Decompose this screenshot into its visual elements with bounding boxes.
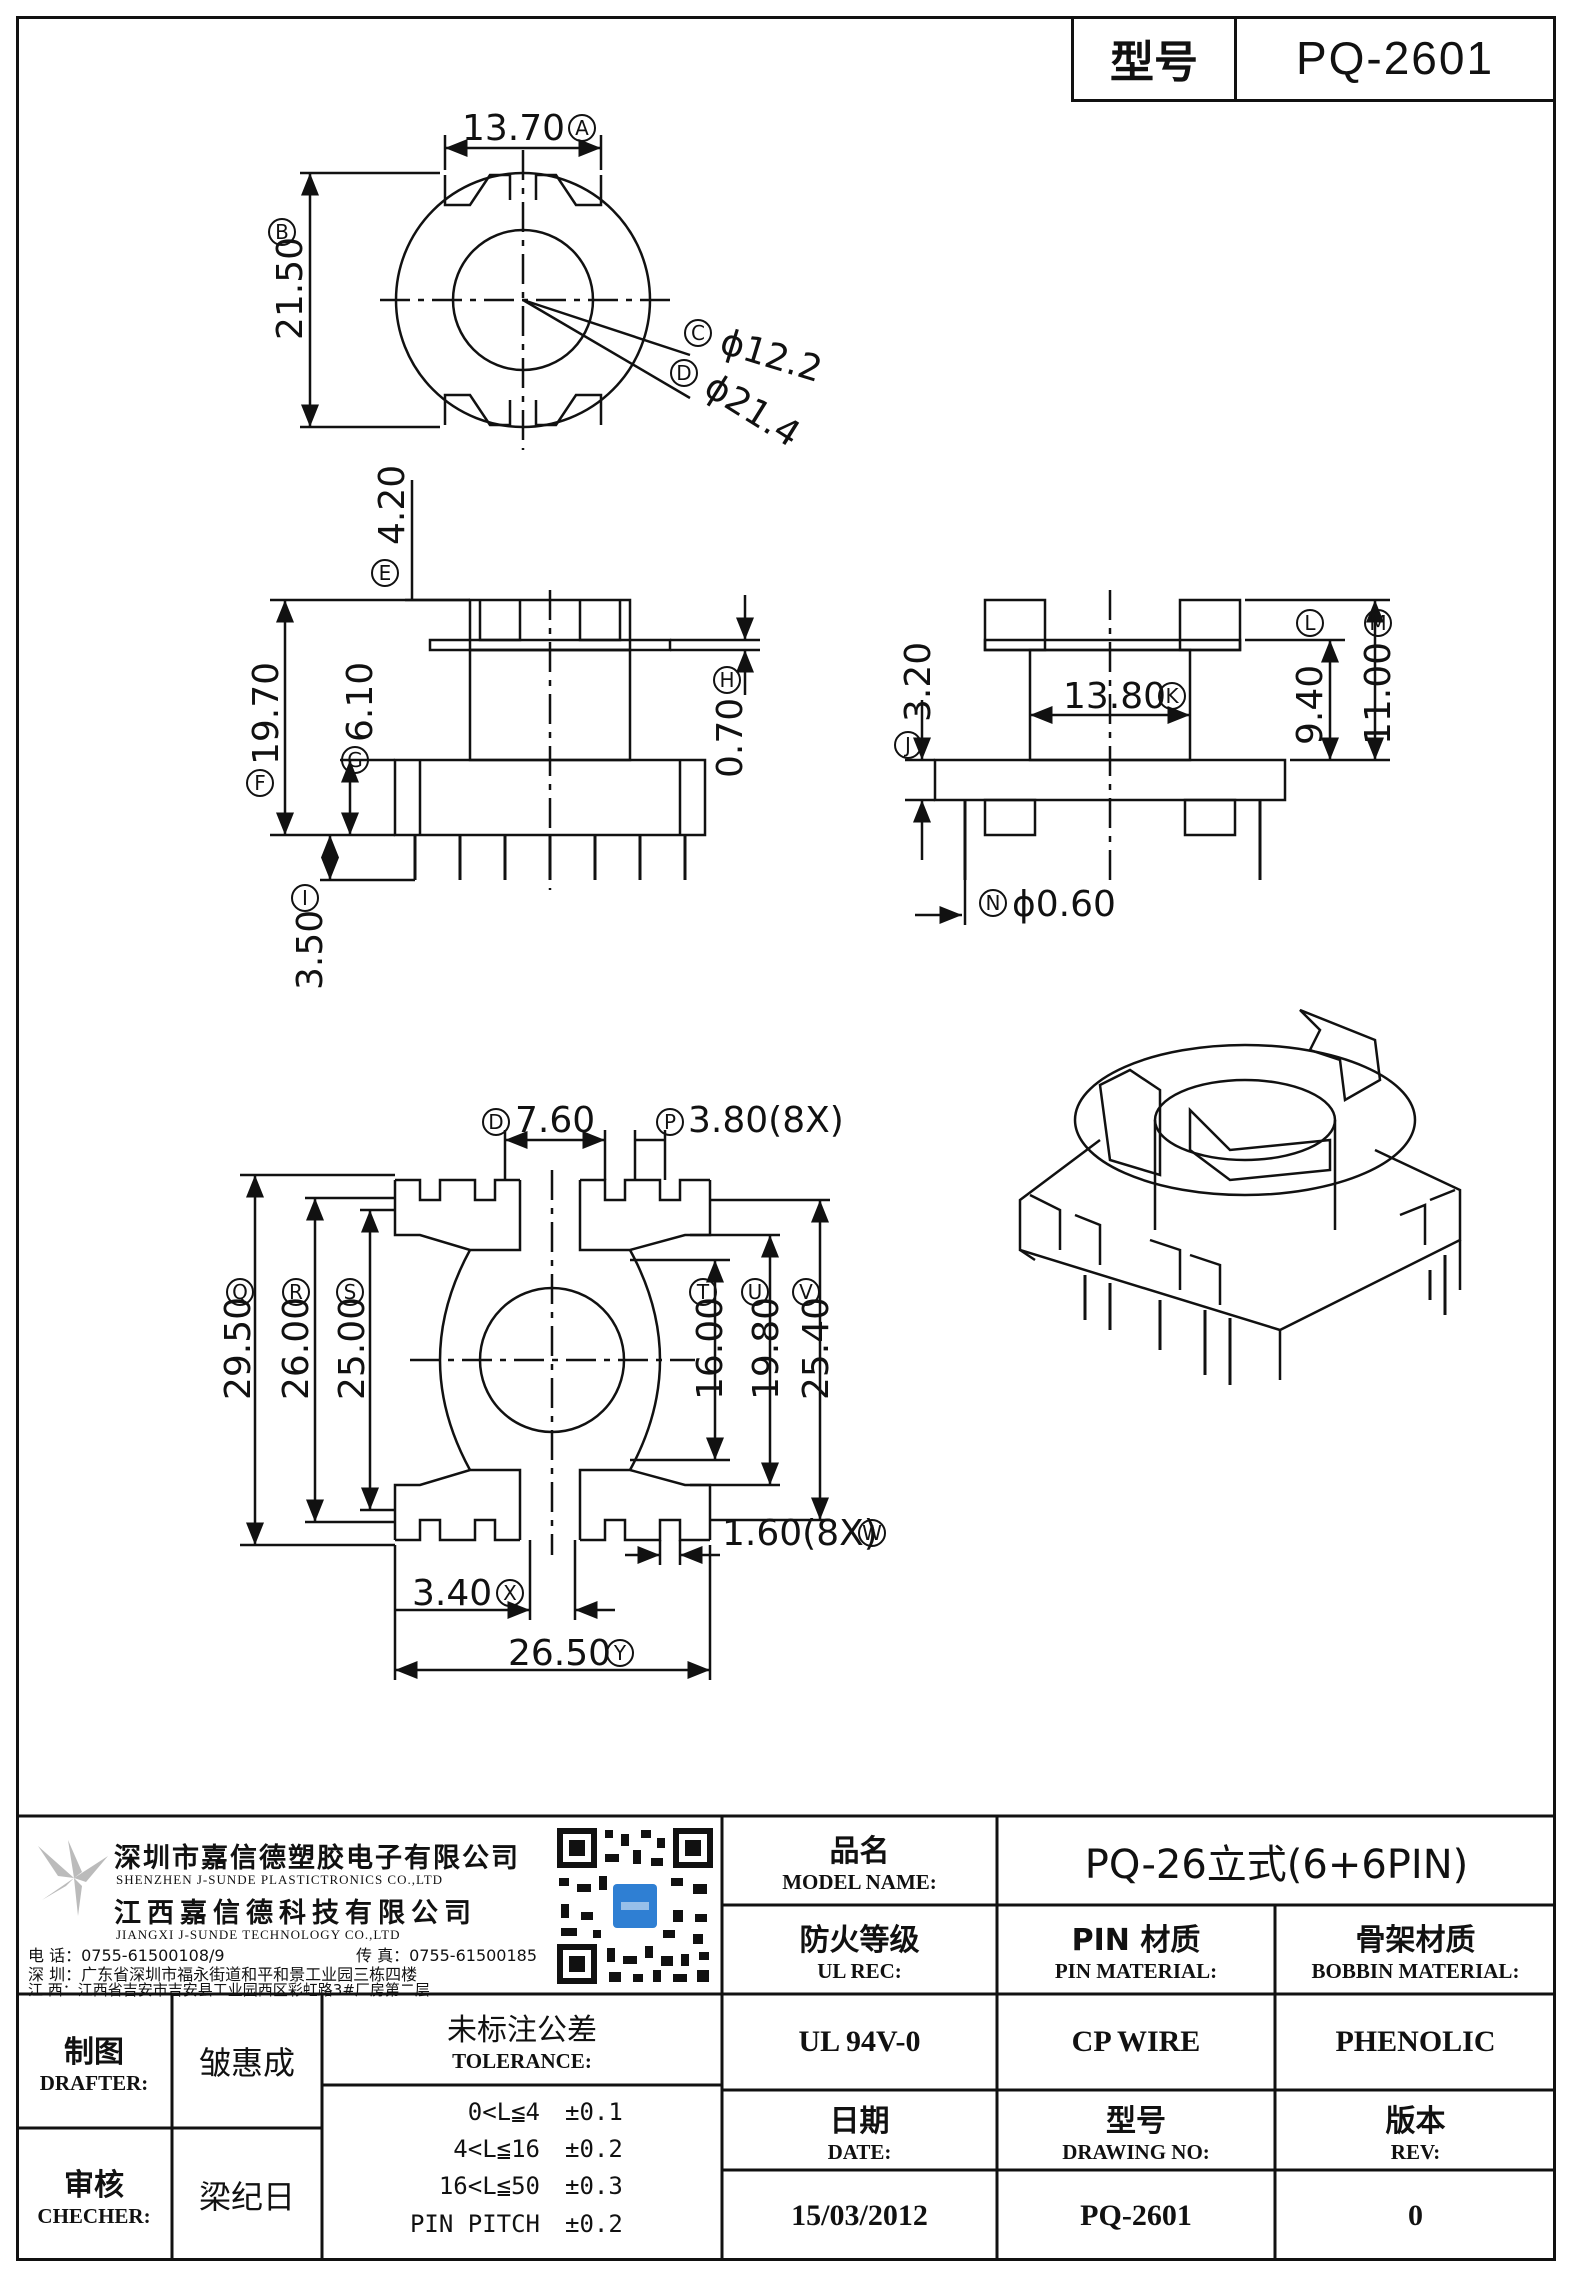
dim-X-value: 3.40 (412, 1573, 492, 1614)
company-address-jx: 江 西：江西省吉安市吉安县工业园西区彩虹路3#厂房第二层 (28, 1981, 430, 1999)
svg-text:D: D (488, 1110, 503, 1134)
dim-Q-value: 29.50 (218, 1297, 259, 1400)
header-model-box: 型号 PQ-2601 (1071, 16, 1556, 102)
dim-Y-value: 26.50 (508, 1633, 611, 1674)
svg-text:S: S (344, 1280, 357, 1304)
svg-text:Y: Y (613, 1641, 627, 1665)
dim-E-value: 4.20 (372, 465, 413, 545)
dim-T-value: 16.00 (690, 1297, 731, 1400)
svg-text:Q: Q (232, 1280, 248, 1304)
svg-text:K: K (1165, 684, 1179, 708)
svg-text:F: F (254, 771, 266, 795)
ul-rec-value: UL 94V-0 (798, 2025, 921, 2058)
pin-material-label: PIN 材质 PIN MATERIAL: (1054, 1923, 1218, 1983)
company-name-sz-en: SHENZHEN J-SUNDE PLASTICTRONICS CO.,LTD (116, 1872, 444, 1887)
company-address-sz: 深 圳：广东省深圳市福永街道和平和景工业园三栋四楼 (28, 1965, 418, 1984)
dim-B-value: 21.50 (270, 237, 311, 340)
dim-J-value: 3.20 (898, 642, 939, 722)
ul-rec-label: 防火等级 UL REC: (799, 1923, 920, 1983)
company-name-jx-en: JIANGXI J-SUNDE TECHNOLOGY CO.,LTD (116, 1927, 401, 1942)
date-label: 日期 DATE: (827, 2103, 892, 2164)
company-logo (38, 1840, 108, 1916)
drawing-frame (16, 16, 1556, 2261)
svg-text:T: T (696, 1280, 710, 1304)
top-view (300, 135, 691, 450)
technical-drawing: 13.70 A B 21.50 C ϕ12.2 D ϕ21.4 4.20 E F… (218, 108, 1462, 1680)
dim-F-value: 19.70 (246, 662, 287, 765)
svg-text:B: B (275, 220, 289, 244)
dim-K-value: 13.80 (1063, 676, 1166, 717)
dim-S-value: 25.00 (332, 1297, 373, 1400)
header-model-value: PQ-2601 (1295, 31, 1495, 84)
svg-text:R: R (289, 1280, 303, 1304)
svg-text:N: N (986, 891, 1001, 915)
bobbin-material-value: PHENOLIC (1335, 2025, 1496, 2058)
company-phone: 电 话：0755-61500108/9 (28, 1946, 225, 1965)
dim-W-value: 1.60(8X) (722, 1513, 878, 1554)
side-view (905, 590, 1390, 925)
svg-text:I: I (302, 886, 308, 910)
dimension-labels: 13.70 A B 21.50 C ϕ12.2 D ϕ21.4 4.20 E F… (218, 108, 1399, 1674)
company-name-jx: 江西嘉信德科技有限公司 (114, 1898, 477, 1929)
dim-M-value: 11.00 (1358, 642, 1399, 745)
rev-value: 0 (1408, 2198, 1423, 2232)
svg-text:U: U (748, 1280, 763, 1304)
date-value: 15/03/2012 (791, 2198, 928, 2232)
svg-text:E: E (379, 561, 392, 585)
bobbin-material-label: 骨架材质 BOBBIN MATERIAL: (1311, 1923, 1520, 1983)
dim-V-value: 25.40 (796, 1297, 837, 1400)
drafter-value: 皱惠成 (198, 2044, 295, 2082)
dim-I-value: 3.50 (290, 910, 331, 990)
dim-R-value: 26.00 (276, 1297, 317, 1400)
qr-code-icon (553, 1824, 717, 1988)
svg-text:W: W (862, 1521, 882, 1545)
model-name-label: 品名 MODEL NAME: (782, 1834, 937, 1894)
company-name-sz: 深圳市嘉信德塑胶电子有限公司 (114, 1843, 520, 1874)
drawing-no-label: 型号 DRAWING NO: (1062, 2103, 1210, 2164)
model-name-value: PQ-26立式(6+6PIN) (1084, 1841, 1469, 1888)
svg-text:V: V (799, 1280, 813, 1304)
dim-U-value: 19.80 (746, 1297, 787, 1400)
pin-material-value: CP WIRE (1071, 2025, 1201, 2058)
isometric-view (1018, 1008, 1462, 1385)
company-fax: 传 真：0755-61500185 (356, 1946, 538, 1965)
svg-text:J: J (903, 733, 911, 757)
svg-text:M: M (1369, 611, 1386, 635)
tolerance-label: 未标注公差 TOLERANCE: (447, 2013, 597, 2073)
svg-text:C: C (691, 321, 705, 345)
checker-label: 审核 CHECHER: (37, 2168, 151, 2228)
svg-text:H: H (719, 668, 734, 692)
svg-text:P: P (664, 1110, 676, 1134)
svg-text:G: G (347, 748, 363, 772)
dim-L-value: 9.40 (1290, 665, 1331, 745)
dim-A-value: 13.70 (462, 108, 565, 149)
svg-text:L: L (1304, 611, 1316, 635)
dim-H-value: 0.70 (710, 698, 751, 778)
rev-label: 版本 REV: (1385, 2103, 1446, 2164)
company-block: 深圳市嘉信德塑胶电子有限公司 SHENZHEN J-SUNDE PLASTICT… (16, 1816, 722, 1999)
dim-G-value: 6.10 (340, 662, 381, 742)
dim-N-value: ϕ0.60 (1012, 884, 1116, 925)
dim-D2-value: 7.60 (515, 1100, 595, 1141)
bottom-view (240, 1130, 830, 1680)
svg-text:A: A (575, 116, 589, 140)
checker-value: 梁纪日 (198, 2177, 295, 2216)
dim-P-value: 3.80(8X) (688, 1100, 844, 1141)
drafter-label: 制图 DRAFTER: (39, 2034, 149, 2095)
drawing-no-value: PQ-2601 (1080, 2198, 1192, 2232)
header-model-label: 型号 (1074, 16, 1237, 99)
svg-text:X: X (503, 1581, 517, 1605)
svg-text:D: D (676, 361, 691, 385)
